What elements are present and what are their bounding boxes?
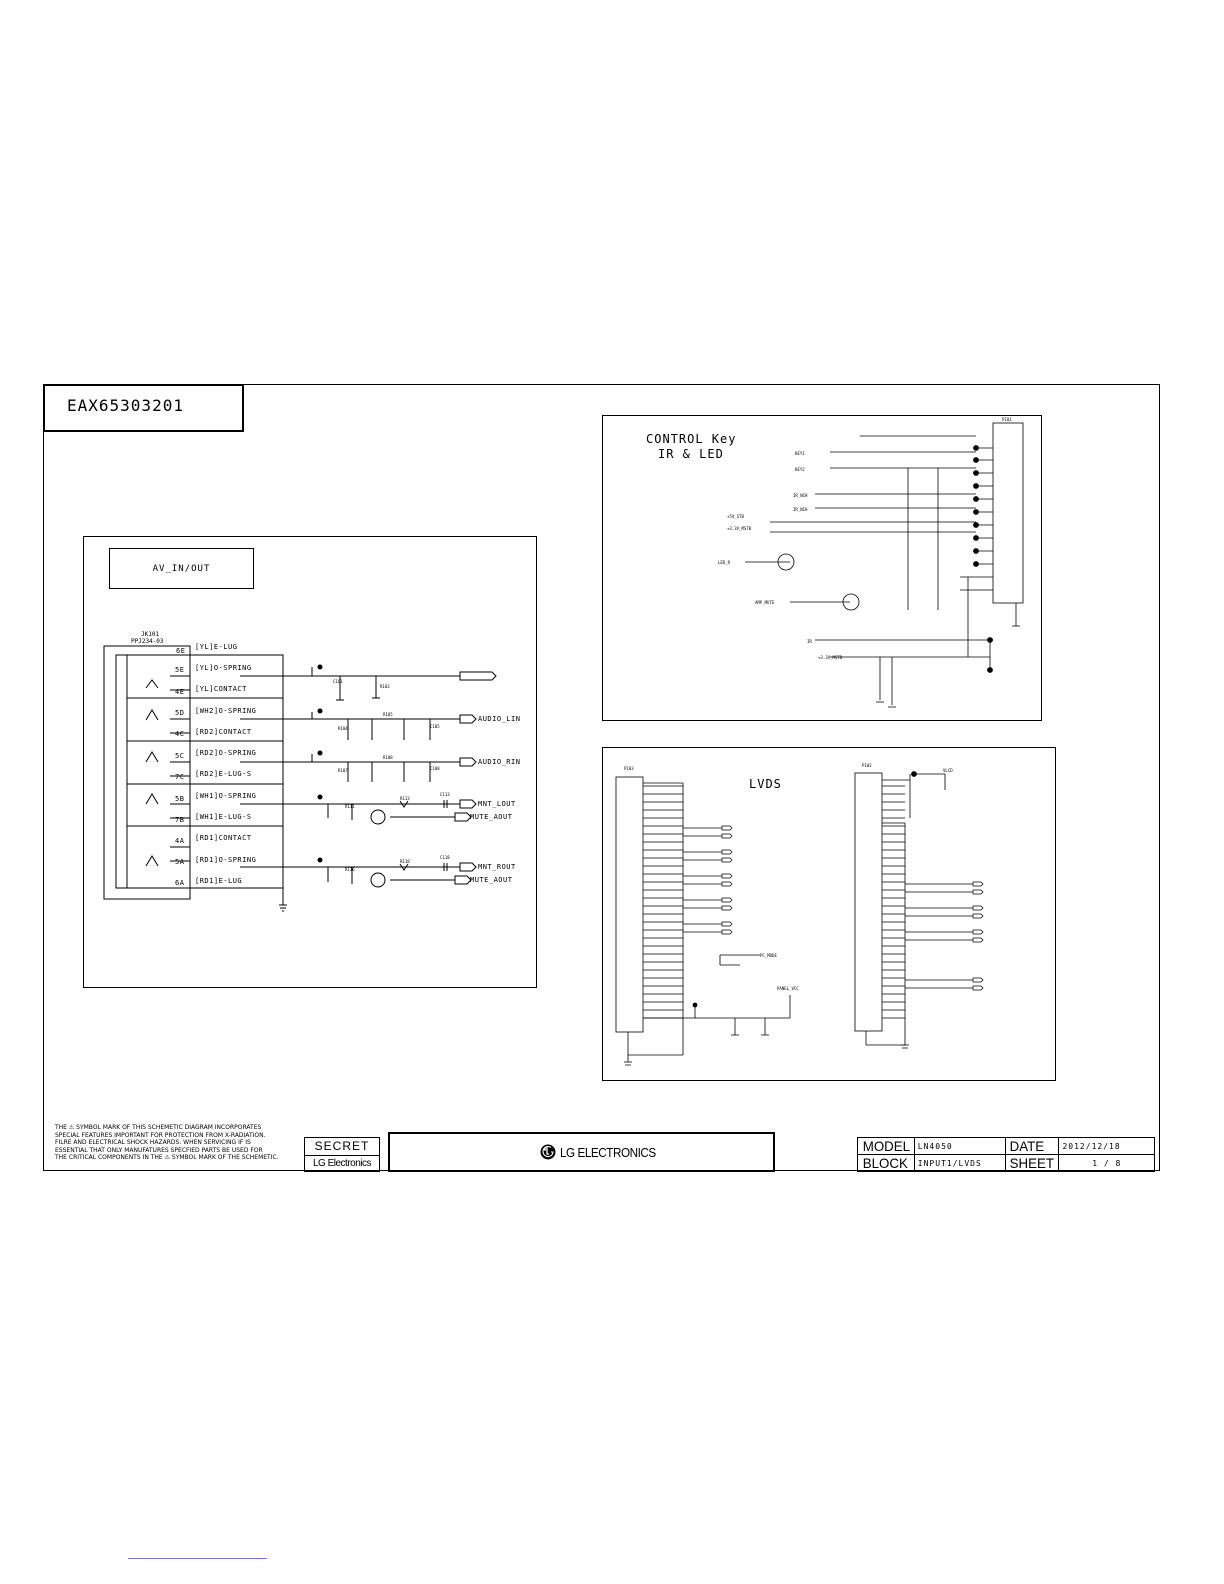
- signal-mnt-lout: MNT_LOUT: [478, 800, 516, 808]
- lvds-panel: [602, 747, 1056, 1081]
- jack-part-number: PPJ234-03: [131, 638, 164, 645]
- svg-text:R113: R113: [400, 796, 410, 801]
- svg-text:C113: C113: [440, 792, 450, 797]
- svg-text:R116: R116: [345, 867, 355, 872]
- lg-logo-icon: [540, 1144, 556, 1160]
- svg-text:KEY1: KEY1: [795, 451, 805, 456]
- svg-text:R104: R104: [338, 726, 348, 731]
- jack-pin-number: 4E: [175, 688, 185, 696]
- hyperlink-underline[interactable]: [128, 1558, 267, 1559]
- svg-text:R105: R105: [383, 712, 393, 717]
- title-block: MODEL LN4050 DATE 2012/12/18 BLOCK INPUT…: [857, 1137, 1155, 1172]
- control-title-line2: IR & LED: [658, 447, 724, 461]
- svg-text:R107: R107: [338, 768, 348, 773]
- svg-text:KEY2: KEY2: [795, 467, 805, 472]
- jack-pin-number: 5D: [175, 709, 185, 717]
- sheet-key: SHEET: [1006, 1154, 1059, 1172]
- jack-pin-number: 4C: [175, 730, 185, 738]
- jack-pin-label: [WH1]O-SPRING: [195, 792, 257, 800]
- svg-text:C105: C105: [430, 724, 440, 729]
- secret-company: LG Electronics: [312, 1158, 372, 1169]
- svg-text:C118: C118: [440, 855, 450, 860]
- warning-line: FILRE AND ELECTRICAL SHOCK HAZARDS. WHEN…: [55, 1139, 251, 1146]
- svg-text:P101: P101: [1002, 417, 1012, 422]
- svg-text:R108: R108: [383, 755, 393, 760]
- svg-text:P103: P103: [624, 766, 634, 771]
- jack-pin-label: [RD1]O-SPRING: [195, 856, 257, 864]
- signal-audio-lin: AUDIO_LIN: [478, 715, 521, 723]
- jack-pin-label: [YL]E-LUG: [195, 643, 238, 651]
- svg-text:IR_NCH: IR_NCH: [793, 493, 808, 498]
- svg-text:+5V_STB: +5V_STB: [727, 514, 744, 519]
- signal-mute-aout: MUTE_AOUT: [470, 813, 513, 821]
- signal-audio-rin: AUDIO_RIN: [478, 758, 521, 766]
- company-name: LG ELECTRONICS: [560, 1144, 656, 1160]
- warning-line: THE ⚠ SYMBOL MARK OF THIS SCHEMETIC DIAG…: [55, 1124, 262, 1131]
- jack-pin-label: [YL]O-SPRING: [195, 664, 252, 672]
- jack-pin-number: 7C: [175, 773, 185, 781]
- av-in-out-panel: [83, 536, 537, 988]
- warning-line: SPECIAL FEATURES IMPORTANT FOR PROTECTIO…: [55, 1131, 266, 1139]
- jack-pin-label: [WH2]O-SPRING: [195, 707, 257, 715]
- svg-text:AMP_MUTE: AMP_MUTE: [755, 600, 775, 605]
- company-banner-box: LG ELECTRONICS: [388, 1132, 775, 1172]
- jack-pin-label: [RD2]E-LUG-S: [195, 770, 252, 778]
- lvds-circuit-schematic: P103 P102 PC_MODE PANEL_VCC VLCD: [615, 763, 984, 1066]
- document-number: EAX65303201: [43, 384, 244, 432]
- jack-pin-number: 5E: [175, 666, 185, 674]
- svg-text:IR: IR: [807, 639, 812, 644]
- block-key: BLOCK: [858, 1154, 914, 1172]
- signal-mute-aout: MUTE_AOUT: [470, 876, 513, 884]
- svg-text:IR_NCH: IR_NCH: [793, 507, 808, 512]
- svg-text:C101: C101: [333, 679, 343, 684]
- svg-text:LED_R: LED_R: [718, 560, 731, 565]
- svg-text:R111: R111: [345, 804, 355, 809]
- svg-text:P102: P102: [862, 763, 872, 768]
- jack-pin-label: [RD2]CONTACT: [195, 728, 252, 736]
- svg-text:PC_MODE: PC_MODE: [760, 953, 777, 958]
- secret-stamp: SECRET LG Electronics: [304, 1137, 380, 1172]
- svg-text:C108: C108: [430, 766, 440, 771]
- jack-pin-number: 4A: [175, 837, 185, 845]
- warning-line: ESSENTIAL THAT ONLY MANUFATURES SPECFIED…: [55, 1146, 263, 1154]
- jack-pin-label: [RD1]CONTACT: [195, 834, 252, 842]
- jack-pin-number: 6A: [175, 879, 185, 887]
- jack-pin-number: 6E: [176, 647, 186, 655]
- svg-text:PANEL_VCC: PANEL_VCC: [777, 986, 799, 991]
- date-key: DATE: [1006, 1137, 1059, 1155]
- jack-pin-number: 7B: [175, 816, 185, 824]
- svg-text:VLCD: VLCD: [943, 768, 953, 773]
- jack-pin-label: [RD1]E-LUG: [195, 877, 243, 885]
- jack-pin-number: 5A: [175, 858, 185, 866]
- svg-text:R118: R118: [400, 859, 410, 864]
- jack-pin-label: [RD2]O-SPRING: [195, 749, 257, 757]
- model-value: LN4050: [913, 1137, 1006, 1155]
- svg-text:+3.3V_MSTB: +3.3V_MSTB: [818, 655, 843, 660]
- warning-line: THE CRITICAL COMPONENTS IN THE ⚠ SYMBOL …: [55, 1154, 279, 1161]
- safety-warning-notice: THE ⚠ SYMBOL MARK OF THIS SCHEMETIC DIAG…: [55, 1124, 303, 1162]
- jack-pin-number: 5C: [175, 752, 185, 760]
- signal-mnt-rout: MNT_ROUT: [478, 863, 516, 871]
- jack-pin-label: [WH1]E-LUG-S: [195, 813, 252, 821]
- control-key-panel: [602, 415, 1042, 721]
- svg-text:R103: R103: [380, 684, 390, 689]
- jack-pin-number: 5B: [175, 795, 185, 803]
- date-value: 2012/12/18: [1058, 1137, 1155, 1155]
- jack-reference: JK101: [141, 631, 160, 638]
- model-key: MODEL: [858, 1137, 914, 1155]
- sheet-value: 1 / 8: [1058, 1154, 1155, 1172]
- jack-pin-label: [YL]CONTACT: [195, 685, 247, 693]
- av-in-out-title: AV_IN/OUT: [109, 548, 254, 589]
- svg-text:+3.3V_MSTB: +3.3V_MSTB: [727, 526, 752, 531]
- control-title-line1: CONTROL Key: [646, 432, 737, 446]
- block-value: INPUT1/LVDS: [913, 1154, 1006, 1172]
- secret-label: SECRET: [305, 1138, 379, 1156]
- lvds-title: LVDS: [749, 777, 782, 791]
